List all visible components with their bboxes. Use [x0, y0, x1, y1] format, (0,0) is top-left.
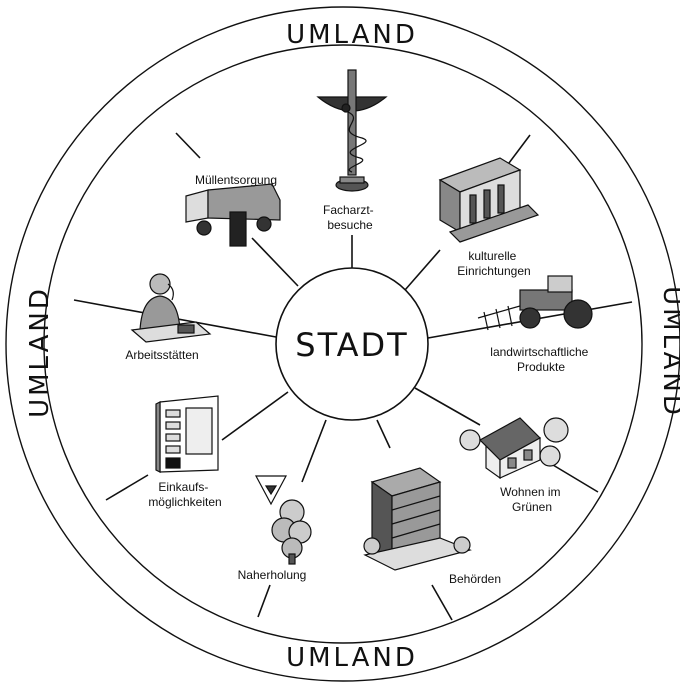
label-behoerden: Behörden [449, 572, 501, 586]
umland-bottom: UMLAND [286, 643, 418, 673]
label-arbeit: Arbeitsstätten [125, 348, 198, 362]
tree-sign-icon [254, 475, 312, 565]
umland-right: UMLAND [657, 286, 680, 418]
spoke-muell-outer [175, 132, 201, 159]
umland-left: UMLAND [25, 286, 55, 418]
outer-ring [5, 6, 680, 682]
label-facharzt: Facharzt- besuche [323, 203, 377, 232]
office-tower-icon [363, 467, 472, 571]
center-circle [275, 267, 429, 421]
garbage-truck-icon [185, 183, 281, 247]
spoke-naherholung-outer [257, 584, 271, 618]
inner-ring [43, 44, 643, 644]
building-icon [438, 157, 540, 243]
spoke-naherholung-inner [301, 419, 327, 483]
spoke-kultur-inner [404, 249, 441, 291]
spoke-einkauf-outer [105, 474, 149, 501]
label-kultur: kulturelle Einrichtungen [457, 249, 530, 278]
label-einkauf: Einkaufs- möglichkeiten [148, 480, 221, 509]
spokes [73, 132, 633, 621]
spoke-einkauf-inner [221, 391, 289, 441]
label-naherholung: Naherholung [238, 568, 307, 582]
spoke-wohnen-inner [414, 387, 481, 426]
medical-staff-icon [316, 69, 388, 192]
label-muell: Müllentsorgung [195, 173, 277, 187]
house-icon [459, 417, 569, 480]
spoke-behoerden-outer [431, 584, 453, 621]
center-label: STADT [295, 326, 408, 364]
spoke-kultur-outer [505, 134, 531, 168]
vending-shelf-icon [155, 395, 219, 473]
label-landwirtschaft: landwirtschaftliche Produkte [490, 345, 591, 374]
office-worker-icon [130, 273, 212, 343]
label-wohnen: Wohnen im Grünen [500, 485, 564, 514]
umland-top: UMLAND [286, 20, 418, 50]
spoke-wohnen-outer [547, 461, 599, 493]
spoke-muell-inner [251, 237, 299, 287]
spoke-behoerden-inner [376, 419, 391, 449]
tractor-icon [477, 275, 593, 331]
